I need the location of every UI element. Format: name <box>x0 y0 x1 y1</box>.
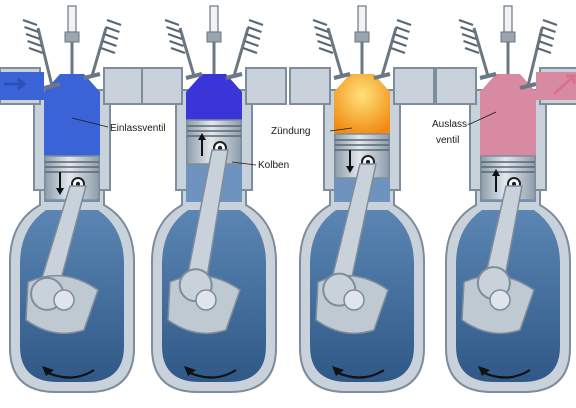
valve-spring-coil <box>461 27 475 32</box>
valve-spring-coil <box>396 27 410 32</box>
spark-plug-insulator <box>358 6 366 32</box>
valve-spring-coil <box>462 34 476 39</box>
valve-spring-coil <box>315 27 329 32</box>
valve-spring-coil <box>243 48 257 53</box>
valve-spring-coil <box>25 27 39 32</box>
crankshaft-journal <box>344 290 364 310</box>
exhaust-valve-head <box>226 74 242 78</box>
valve-spring-coil <box>318 41 332 46</box>
valve-spring-coil <box>170 41 184 46</box>
spark-plug-insulator <box>504 6 512 32</box>
valve-spring-coil <box>542 27 556 32</box>
valve-spring-coil <box>539 41 553 46</box>
valve-spring-coil <box>393 41 407 46</box>
engine-power <box>290 6 434 392</box>
engine-compression <box>142 6 286 392</box>
crankshaft-journal <box>54 290 74 310</box>
valve-spring-coil <box>464 41 478 46</box>
exhaust-valve-head <box>374 74 390 78</box>
spark-plug-nut <box>65 32 79 42</box>
valve-spring-coil <box>101 48 115 53</box>
spark-plug-nut <box>207 32 221 42</box>
valve-spring-coil <box>316 34 330 39</box>
valve-spring-coil <box>246 34 260 39</box>
spark-plug-insulator <box>68 6 76 32</box>
valve-spring-coil <box>29 48 43 53</box>
intake-port <box>436 68 476 104</box>
spark-plug-insulator <box>210 6 218 32</box>
piston-label: Kolben <box>258 160 289 171</box>
valve-spring-coil <box>397 20 411 25</box>
crankshaft-journal <box>196 290 216 310</box>
intake-valve-label: Einlassventil <box>110 123 166 134</box>
valve-spring-coil <box>28 41 42 46</box>
valve-spring-coil <box>171 48 185 53</box>
valve-spring-coil <box>459 20 473 25</box>
valve-spring-coil <box>313 20 327 25</box>
ignition-label: Zündung <box>271 126 310 137</box>
valve-spring-coil <box>103 41 117 46</box>
exhaust-valve-head <box>84 74 100 78</box>
exhaust-port <box>104 68 144 104</box>
valve-spring-coil <box>394 34 408 39</box>
exhaust-valve-label-line2: ventil <box>436 135 459 146</box>
valve-spring-coil <box>248 27 262 32</box>
spark-plug-nut <box>355 32 369 42</box>
valve-spring-coil <box>543 20 557 25</box>
valve-spring-coil <box>245 41 259 46</box>
valve-spring-coil <box>319 48 333 53</box>
valve-spring-coil <box>23 20 37 25</box>
exhaust-valve-label-line1: Auslass- <box>432 119 470 130</box>
exhaust-port <box>394 68 434 104</box>
exhaust-port <box>246 68 286 104</box>
intake-port <box>142 68 182 104</box>
valve-spring-coil <box>167 27 181 32</box>
valve-spring-coil <box>104 34 118 39</box>
combustion-chamber <box>334 74 390 134</box>
valve-spring-coil <box>537 48 551 53</box>
spark-plug-nut <box>501 32 515 42</box>
valve-spring-coil <box>168 34 182 39</box>
combustion-chamber <box>186 74 242 120</box>
valve-spring-coil <box>107 20 121 25</box>
valve-spring-coil <box>540 34 554 39</box>
engine-exhaust <box>436 6 576 392</box>
valve-spring-coil <box>249 20 263 25</box>
valve-spring-coil <box>465 48 479 53</box>
crankshaft-journal <box>490 290 510 310</box>
valve-spring-coil <box>165 20 179 25</box>
valve-spring-coil <box>106 27 120 32</box>
valve-spring-coil <box>26 34 40 39</box>
intake-port <box>290 68 330 104</box>
valve-spring-coil <box>391 48 405 53</box>
engine-intake <box>0 6 144 392</box>
